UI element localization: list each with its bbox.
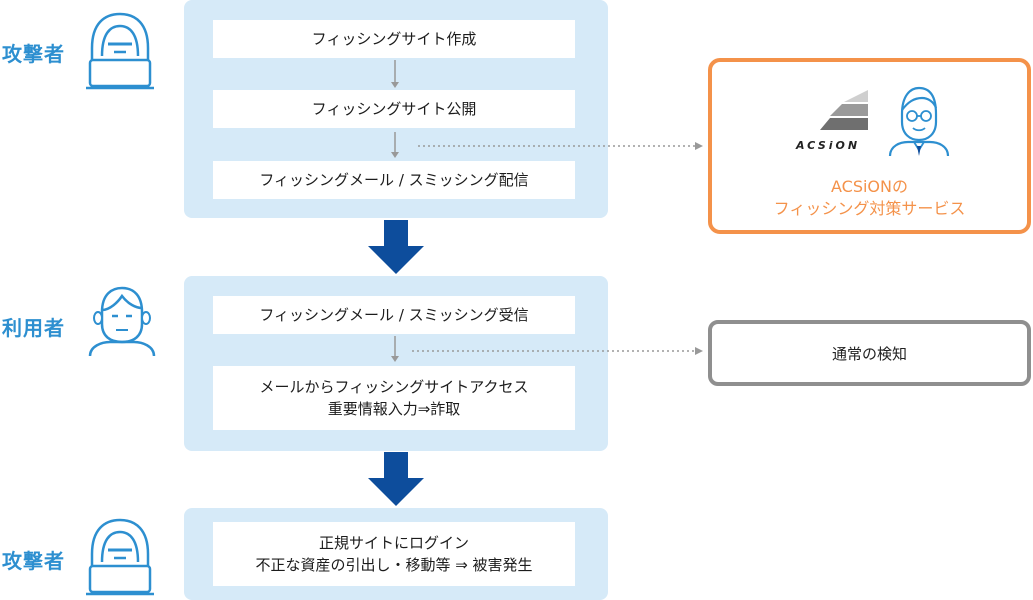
dotted-connector-acsion	[418, 142, 703, 150]
acsion-service-title-line1: ACSiONの	[830, 177, 908, 196]
hooded-attacker-icon-bottom	[86, 518, 154, 596]
user-person-icon	[88, 286, 156, 357]
acsion-logo-text: ACSiON	[796, 139, 861, 152]
step-send-phishing-mail: フィッシングメール / スミッシング配信	[213, 161, 575, 199]
step-access-site-enter-info: メールからフィッシングサイトアクセス 重要情報入力⇒詐取	[213, 366, 575, 430]
flow-arrow-down-2	[368, 452, 424, 506]
step-create-phishing-site: フィッシングサイト作成	[213, 20, 575, 58]
role-label-attacker-top: 攻撃者	[2, 42, 65, 66]
step-publish-phishing-site: フィッシングサイト公開	[213, 90, 575, 128]
role-label-attacker-bottom: 攻撃者	[2, 549, 65, 573]
acsion-service-card	[708, 58, 1031, 234]
acsion-staff-icon	[888, 86, 950, 157]
flow-arrow-down-1	[368, 220, 424, 274]
step-connector-arrows	[391, 60, 399, 158]
acsion-logo-mark	[820, 90, 868, 130]
acsion-service-title-line2: フィッシング対策サービス	[773, 199, 966, 218]
step-receive-phishing-mail: フィッシングメール / スミッシング受信	[213, 296, 575, 334]
user-step-connector-arrow	[391, 336, 399, 362]
normal-detection-card: 通常の検知	[708, 320, 1031, 386]
step-login-and-damage: 正規サイトにログイン 不正な資産の引出し・移動等 ⇒ 被害発生	[213, 522, 575, 586]
role-label-user: 利用者	[2, 316, 65, 340]
hooded-attacker-icon	[86, 12, 154, 90]
dotted-connector-normal-detection	[412, 347, 703, 355]
